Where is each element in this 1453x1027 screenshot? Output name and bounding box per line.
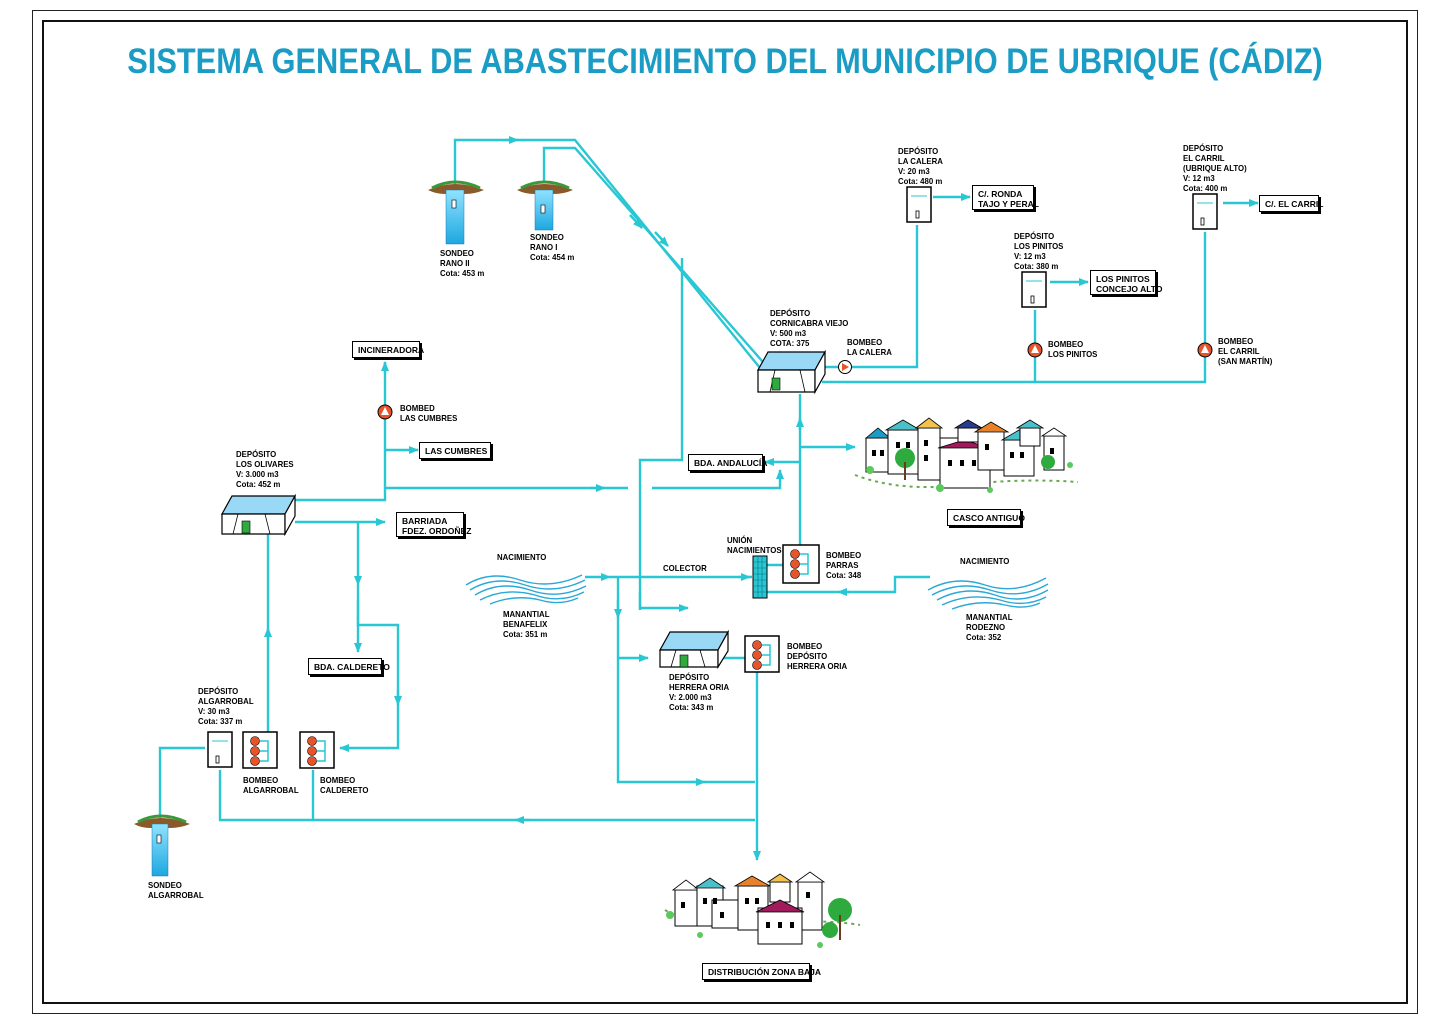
label-pump-parras: BOMBEO PARRAS Cota: 348 [826, 550, 862, 580]
deposit-los-olivares-icon [220, 493, 297, 537]
label-deposit-los-olivares: DEPÓSITO LOS OLIVARES V: 3.000 m3 Cota: … [236, 449, 294, 489]
label-pump-caldereto: BOMBEO CALDERETO [320, 775, 369, 795]
label-manantial-rodezno: MANANTIAL RODEZNO Cota: 352 [966, 612, 1013, 642]
pipe-sondeo-alg [158, 746, 205, 820]
deposit-herrera-oria-icon [658, 629, 730, 670]
label-pump-las-cumbres: BOMBED LAS CUMBRES [400, 403, 458, 423]
box-casco-antiguo: CASCO ANTIGUO [947, 509, 1025, 526]
label-sondeo-rano2: SONDEO RANO II Cota: 453 m [440, 248, 485, 278]
union-nacimientos-icon [752, 555, 768, 599]
deposit-algarrobal-icon [207, 731, 233, 768]
label-sondeo-algarrobal: SONDEO ALGARROBAL [148, 880, 204, 900]
label-pump-herrera-oria: BOMBEO DEPÓSITO HERRERA ORIA [787, 641, 848, 671]
spring-rodezno-icon [927, 577, 1049, 610]
pipe-union-down [638, 592, 689, 612]
pipe-rano-arrow3 [654, 231, 669, 247]
label-deposit-cornicabra: DEPÓSITO CORNICABRA VIEJO V: 500 m3 COTA… [770, 308, 849, 348]
pipes [158, 136, 1259, 861]
pump-los-pinitos-icon [1027, 342, 1043, 358]
pump-la-calera-icon [838, 360, 852, 374]
label-deposit-los-pinitos: DEPÓSITO LOS PINITOS V: 12 m3 Cota: 380 … [1014, 231, 1064, 271]
pipe-calera [822, 225, 919, 369]
label-pump-el-carril: BOMBEO EL CARRIL (SAN MARTÍN) [1218, 336, 1273, 366]
box-c-ronda: C/. RONDA TAJO Y PERAL [972, 185, 1039, 210]
box-bda-caldereto: BDA. CALDERETO [308, 658, 390, 675]
pump-station-caldereto-icon [299, 731, 335, 769]
pump-el-carril-icon [1197, 342, 1213, 358]
label-pump-la-calera: BOMBEO LA CALERA [847, 337, 892, 357]
label-deposit-el-carril: DEPÓSITO EL CARRIL (UBRIQUE ALTO) V: 12 … [1183, 143, 1247, 193]
box-distribucion-zona-baja: DISTRIBUCIÓN ZONA BAJA [702, 963, 821, 980]
box-las-cumbres: LAS CUMBRES [419, 442, 491, 459]
label-pump-algarrobal: BOMBEO ALGARROBAL [243, 775, 299, 795]
pump-station-algarrobal-icon [242, 731, 278, 769]
sondeo-rano1-icon [517, 180, 573, 231]
pipe-rodezno [767, 575, 930, 594]
pipe-olivares-main [295, 362, 387, 502]
label-deposit-la-calera: DEPÓSITO LA CALERA V: 20 m3 Cota: 480 m [898, 146, 943, 186]
deposit-el-carril-icon [1192, 193, 1218, 230]
pipe-rano-arrow2 [629, 214, 643, 229]
label-deposit-herrera-oria: DEPÓSITO HERRERA ORIA V: 2.000 m3 Cota: … [669, 672, 730, 712]
label-deposit-algarrobal: DEPÓSITO ALGARROBAL V: 30 m3 Cota: 337 m [198, 686, 254, 726]
sondeo-algarrobal-icon [134, 814, 190, 877]
pipe-low-loop [218, 770, 755, 822]
label-nacimiento-rodezno: NACIMIENTO [960, 556, 1010, 566]
box-barriada-fdez-ordonez: BARRIADA FDEZ. ORDOÑEZ [396, 512, 471, 537]
pump-station-herrera-oria-icon [744, 635, 780, 673]
town-casco-antiguo-illustration [854, 417, 1079, 493]
pipe-rano2 [453, 138, 761, 369]
label-nacimiento-benafelix: NACIMIENTO [497, 552, 547, 562]
box-bda-andalucia: BDA. ANDALUCÍA [688, 454, 767, 471]
pipe-rano-down [638, 258, 684, 610]
inner-frame [42, 20, 1408, 1004]
label-union-nacimientos: UNIÓN NACIMIENTOS [727, 535, 782, 555]
label-colector: COLECTOR [663, 563, 707, 573]
spring-benafelix-icon [465, 574, 587, 605]
outer-frame [32, 10, 1418, 1014]
deposit-cornicabra-icon [756, 349, 827, 395]
box-incineradora: INCINERADORA [352, 341, 424, 358]
pump-station-parras-icon [782, 544, 820, 584]
diagram-title: SISTEMA GENERAL DE ABASTECIMIENTO DEL MU… [127, 42, 1323, 81]
pipe-carril-main [822, 232, 1207, 384]
box-los-pinitos-concejo: LOS PINITOS CONCEJO ALTO [1090, 270, 1162, 295]
sondeo-rano2-icon [428, 180, 484, 245]
box-c-el-carril: C/. EL CARRIL [1259, 195, 1323, 212]
label-pump-los-pinitos: BOMBEO LOS PINITOS [1048, 339, 1098, 359]
pump-las-cumbres-icon [377, 404, 393, 420]
label-sondeo-rano1: SONDEO RANO I Cota: 454 m [530, 232, 575, 262]
town-zona-baja-illustration [664, 871, 861, 948]
label-manantial-benafelix: MANANTIAL BENAFELIX Cota: 351 m [503, 609, 550, 639]
pipe-rano1 [542, 146, 771, 371]
pipe-colector-down [616, 577, 755, 784]
deposit-la-calera-icon [906, 186, 932, 223]
pipe-olivares-east2 [652, 469, 784, 490]
deposit-los-pinitos-icon [1021, 271, 1047, 308]
